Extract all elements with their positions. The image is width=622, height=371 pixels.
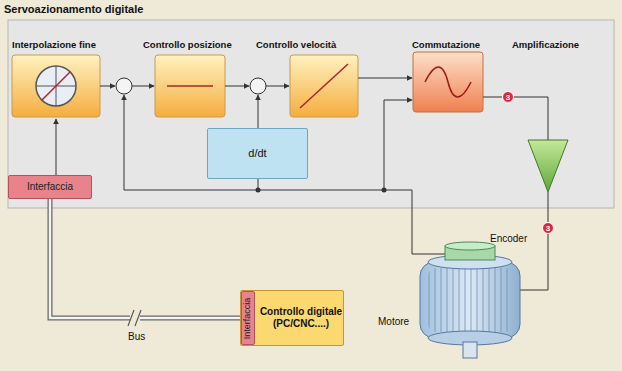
bus-label: Bus (127, 331, 146, 342)
summing-junction (116, 78, 132, 94)
drawing-part (425, 67, 471, 97)
signal-wires (56, 78, 548, 290)
node-text: Interfaccia (27, 181, 73, 193)
drawing-part (124, 95, 125, 190)
bus-break (128, 310, 141, 326)
summing-junction (250, 78, 266, 94)
commutation-block (413, 52, 483, 112)
column-heading: Commutazione (412, 39, 480, 50)
drawing-part (56, 119, 57, 175)
column-heading: Controllo posizione (143, 39, 232, 50)
drawing-part (428, 268, 512, 332)
drawing-part (258, 95, 259, 128)
junction-dot (256, 188, 261, 193)
position-block (155, 55, 225, 117)
drawing-part (290, 55, 358, 117)
drawing-part (413, 52, 483, 112)
drawing-part (266, 86, 289, 87)
node-text: d/dt (248, 147, 266, 160)
drawing-part (300, 64, 348, 108)
interface-strip: Interfaccia (241, 291, 255, 345)
drawing-part (167, 85, 213, 87)
drawing-part (412, 190, 445, 254)
node-text: Controllo digitale (PC/CNC....) (259, 306, 343, 330)
callout-number: 3 (542, 222, 554, 234)
part-label: Encoder (490, 233, 527, 244)
drawing-part (36, 66, 76, 106)
drawing-part (100, 86, 115, 87)
derivative-box: d/dt (207, 128, 308, 179)
drive-panel (8, 20, 614, 208)
diagram-title: Servoazionamento digitale (4, 3, 143, 15)
column-heading: Controllo velocità (256, 39, 336, 50)
drawing-part (384, 100, 412, 190)
controller-box: Controllo digitale (PC/CNC....) Interfacc… (240, 290, 344, 346)
drawing-part (128, 310, 134, 326)
drawing-part (463, 342, 477, 358)
drawing-part (155, 55, 225, 117)
column-heading: Amplificazione (512, 39, 579, 50)
drawing-part (420, 262, 520, 338)
drawing-part (42, 72, 70, 100)
drawing-part (124, 190, 412, 191)
bus-line (50, 199, 241, 318)
bus-connector (50, 199, 241, 318)
drawing-part (132, 86, 154, 87)
drawing-part (135, 310, 141, 326)
drawing-part (12, 55, 100, 117)
column-heading: Interpolazione fine (12, 39, 96, 50)
drawing-part (445, 242, 495, 250)
velocity-block (290, 55, 358, 117)
drawing-part (358, 78, 412, 79)
interpolation-block (12, 55, 100, 117)
part-label: Motore (378, 316, 409, 327)
encoder (445, 242, 495, 260)
callout-number: 3 (502, 91, 514, 103)
bus-line-core (50, 199, 241, 318)
node-text: Interfaccia (243, 297, 254, 339)
motor (420, 255, 520, 358)
interface-box: Interfaccia (8, 175, 92, 199)
junction-dot (382, 188, 387, 193)
drawing-part (225, 86, 249, 87)
drawing-part (483, 97, 548, 140)
amplifier-triangle (528, 140, 568, 192)
